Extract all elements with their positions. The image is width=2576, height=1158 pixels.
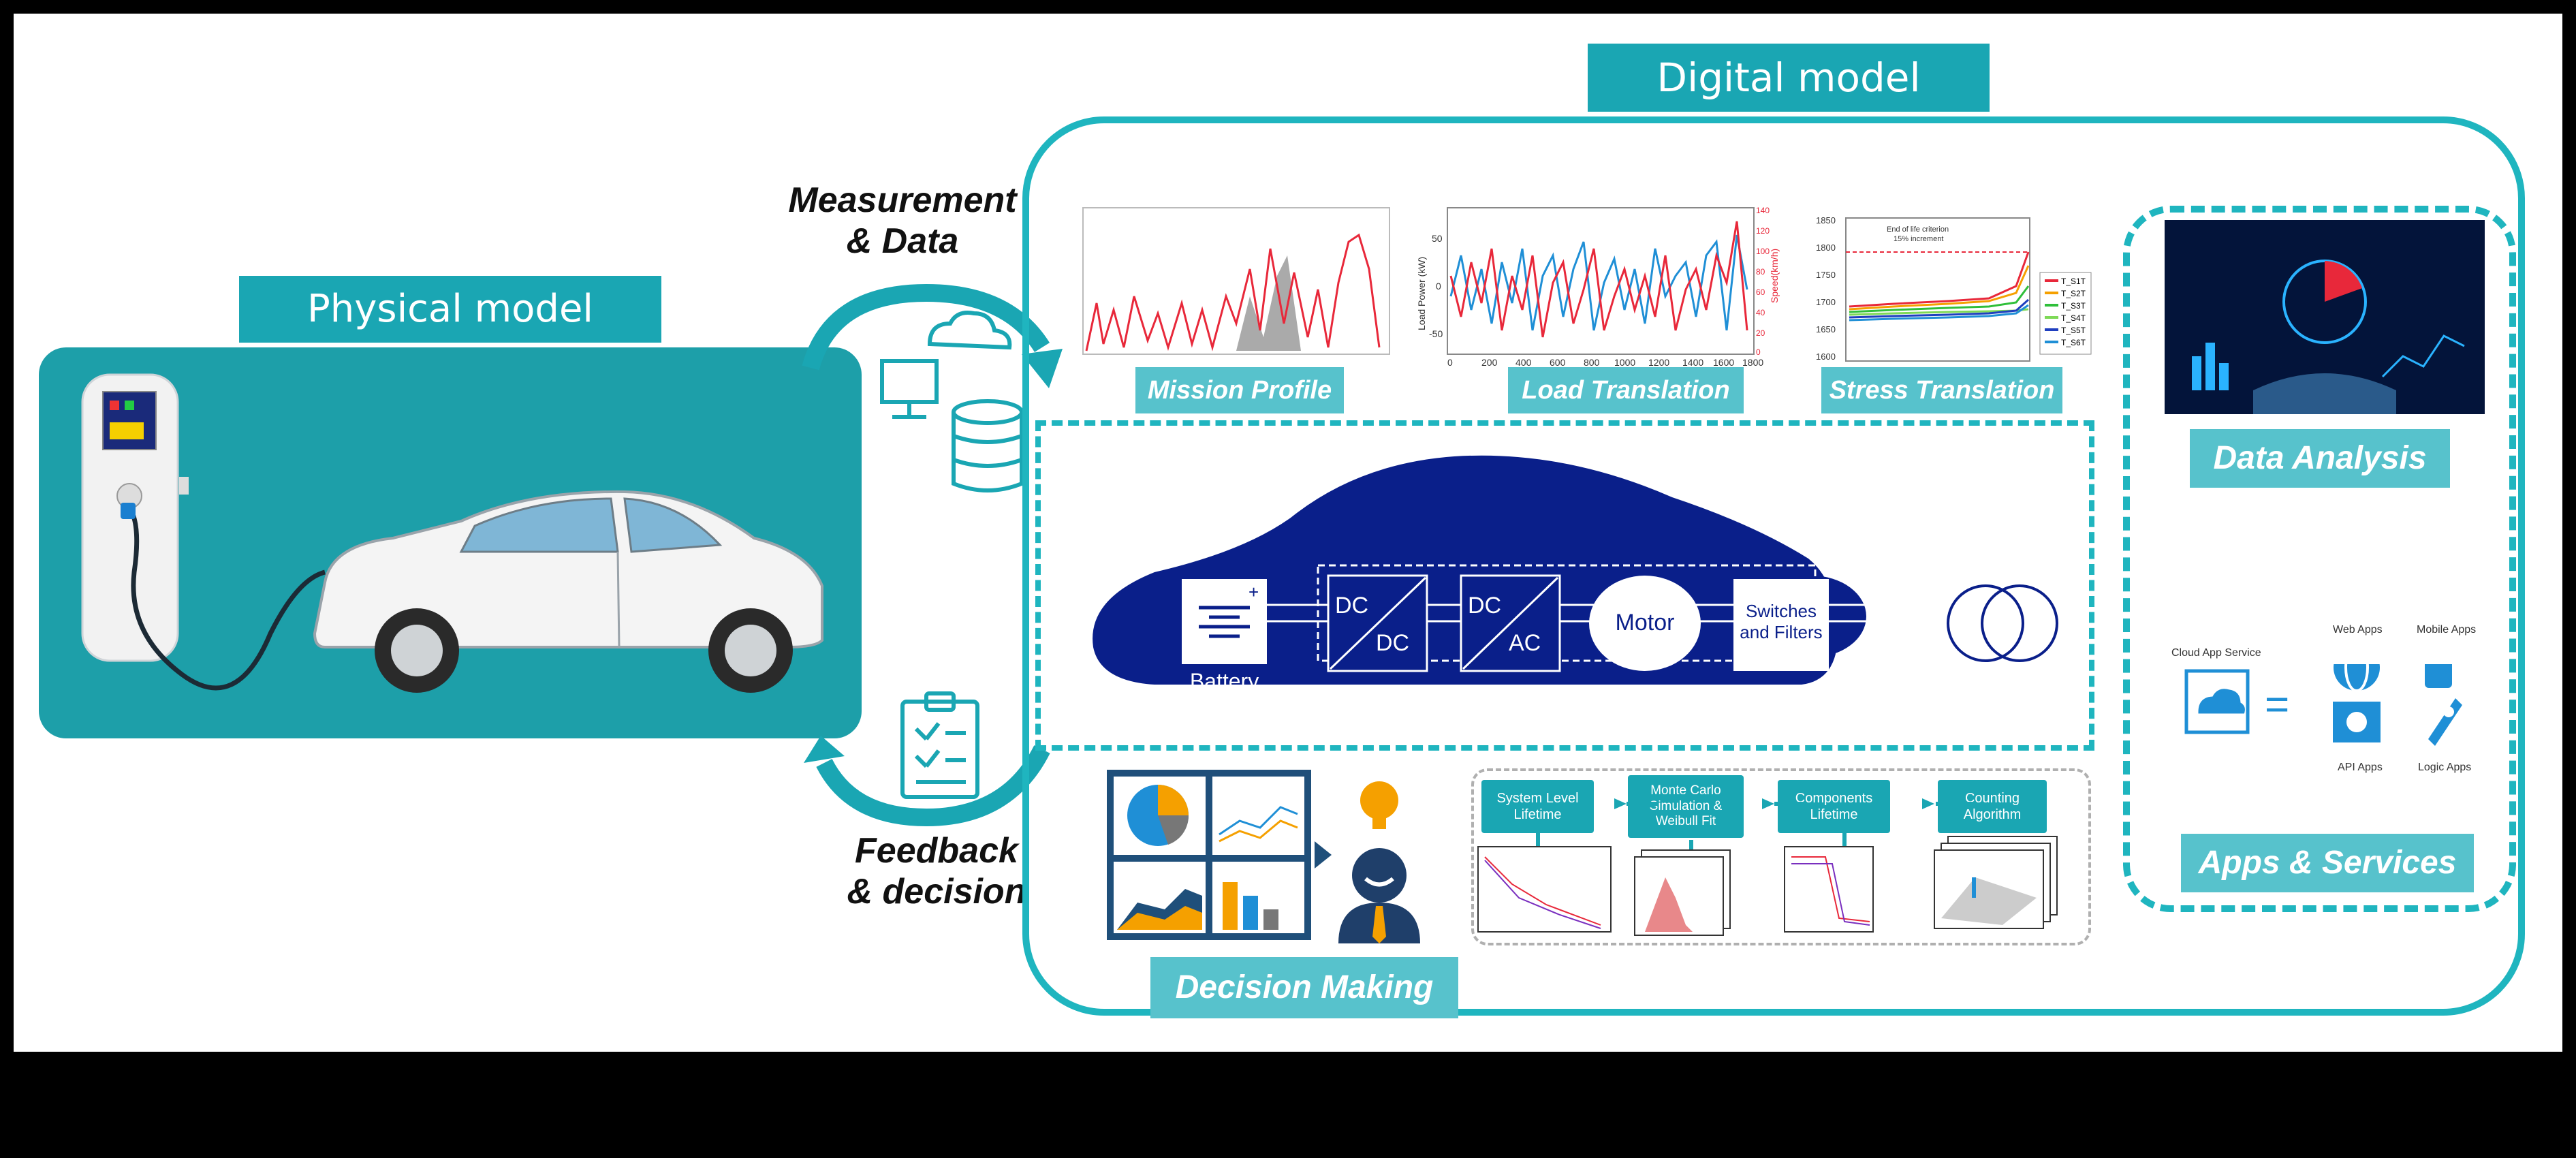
load-y-tick: -50 xyxy=(1429,328,1443,339)
charging-station-icon xyxy=(81,373,326,691)
mission-profile-label: Mission Profile xyxy=(1135,367,1344,413)
data-analysis-label: Data Analysis xyxy=(2190,429,2450,488)
web-apps-icon xyxy=(2334,664,2380,692)
cloud-icon xyxy=(927,311,1012,350)
stress-annotation: End of life criterion xyxy=(1887,225,1949,234)
data-apps-dashdot-panel xyxy=(2123,206,2516,912)
stress-translation-label: Stress Translation xyxy=(1821,367,2062,413)
battery-label: Battery xyxy=(1189,669,1259,693)
counting-algorithm-box: Counting Algorithm xyxy=(1938,780,2047,833)
load-y-right-axis-label: Speed(km/h) xyxy=(1769,249,1780,303)
load-x-tick: 1200 xyxy=(1648,357,1669,368)
physical-model-title: Physical model xyxy=(239,276,661,343)
digital-model-title: Digital model xyxy=(1588,44,1990,112)
charging-scene xyxy=(81,373,823,693)
load-x-tick: 800 xyxy=(1584,357,1600,368)
digital-model-frame xyxy=(1022,116,2525,1016)
clipboard-checklist-icon xyxy=(900,691,979,799)
stress-y-tick: 1600 xyxy=(1816,351,1836,362)
stress-y-tick: 1800 xyxy=(1816,242,1836,253)
lifetime-flow-graphics xyxy=(1477,798,2058,936)
load-x-tick: 1400 xyxy=(1682,357,1703,368)
stress-legend-item: T_S5T xyxy=(2061,326,2086,335)
switches-filters-label: Switches and Filters xyxy=(1740,601,1823,643)
monte-carlo-box: Monte Carlo Simulation & Weibull Fit xyxy=(1628,775,1744,838)
load-y-right-tick: 80 xyxy=(1756,267,1765,277)
measurement-data-label: Measurement & Data xyxy=(788,181,1017,261)
stress-legend: T_S1T T_S2T T_S3T T_S4T T_S5T T_S6T xyxy=(2039,272,2092,355)
load-x-tick: 1000 xyxy=(1614,357,1635,368)
mission-profile-chart xyxy=(1082,207,1390,355)
dashboard-charts-icon xyxy=(1107,770,1332,940)
data-analysis-image xyxy=(2165,220,2485,414)
decision-maker-icon xyxy=(1338,781,1420,943)
cloud-app-service-label: Cloud App Service xyxy=(2171,647,2261,659)
load-translation-label: Load Translation xyxy=(1508,367,1744,413)
mobile-apps-icon xyxy=(2425,664,2452,688)
monitor-icon xyxy=(880,359,939,419)
lifetime-flow-box xyxy=(1471,768,2091,945)
load-x-tick: 0 xyxy=(1447,357,1453,368)
stress-legend-item: T_S4T xyxy=(2061,313,2086,323)
electric-car-icon xyxy=(313,490,823,693)
stress-translation-chart: End of life criterion 15% increment 1850… xyxy=(1816,215,2092,362)
api-apps-label: API Apps xyxy=(2338,762,2383,773)
logic-apps-icon xyxy=(2428,698,2462,746)
load-y-left-axis-label: Load Power (kW) xyxy=(1417,257,1427,330)
motor-label: Motor xyxy=(1615,610,1675,636)
web-apps-label: Web Apps xyxy=(2333,624,2383,636)
battery-icon: + xyxy=(1182,579,1267,664)
stress-annotation-sub: 15% increment xyxy=(1894,235,1943,243)
load-y-tick: 50 xyxy=(1432,233,1443,244)
load-x-tick: 1600 xyxy=(1713,357,1734,368)
load-x-tick: 1800 xyxy=(1742,357,1763,368)
mobile-apps-label: Mobile Apps xyxy=(2417,624,2477,636)
load-translation-chart: Load Power (kW) Speed(km/h) 0 200 400 60… xyxy=(1417,206,1780,368)
api-apps-icon xyxy=(2333,702,2381,742)
load-y-right-tick: 20 xyxy=(1756,328,1765,338)
dcac-inverter-out: AC xyxy=(1509,630,1541,656)
svg-text:+: + xyxy=(1248,582,1259,602)
dcdc-converter-out: DC xyxy=(1376,630,1410,656)
app-services-icons: = xyxy=(2184,664,2462,746)
stress-y-ticks: 1850 1800 1750 1700 1650 1600 xyxy=(1816,215,1836,362)
stress-legend-item: T_S1T xyxy=(2061,277,2086,286)
load-x-tick: 200 xyxy=(1481,357,1498,368)
feedback-decision-label: Feedback & decision xyxy=(847,831,1026,911)
data-flow-arrows xyxy=(802,283,1063,827)
stress-legend-item: T_S2T xyxy=(2061,289,2086,298)
stress-y-tick: 1850 xyxy=(1816,215,1836,225)
logic-apps-label: Logic Apps xyxy=(2418,762,2472,773)
load-y-left-ticks: 50 0 -50 xyxy=(1429,233,1443,339)
equals-sign: = xyxy=(2265,681,2289,728)
load-x-tick: 400 xyxy=(1515,357,1532,368)
apps-services-label: Apps & Services xyxy=(2181,834,2474,892)
load-x-ticks: 0 200 400 600 800 1000 1200 1400 1600 18… xyxy=(1447,357,1763,368)
database-icon xyxy=(952,399,1024,492)
dcac-inverter-in: DC xyxy=(1468,593,1502,619)
load-y-right-tick: 60 xyxy=(1756,287,1765,297)
load-y-right-tick: 0 xyxy=(1756,347,1761,357)
load-y-right-tick: 140 xyxy=(1756,206,1770,215)
load-y-right-ticks: 140 120 100 80 60 40 20 0 xyxy=(1756,206,1770,357)
diagram-canvas: Physical model Measurement & Data xyxy=(14,14,2562,1052)
load-y-right-tick: 40 xyxy=(1756,308,1765,317)
stress-y-tick: 1750 xyxy=(1816,270,1836,280)
stress-y-tick: 1650 xyxy=(1816,324,1836,334)
components-lifetime-box: Components Lifetime xyxy=(1778,780,1890,833)
system-level-lifetime-box: System Level Lifetime xyxy=(1481,780,1594,833)
load-y-tick: 0 xyxy=(1436,281,1441,292)
load-x-tick: 600 xyxy=(1550,357,1566,368)
powertrain-car-diagram: + xyxy=(1093,455,2058,685)
load-y-right-tick: 120 xyxy=(1756,226,1770,236)
cloud-app-service-icon xyxy=(2184,669,2250,734)
stress-y-tick: 1700 xyxy=(1816,297,1836,307)
load-y-right-tick: 100 xyxy=(1756,247,1770,256)
powertrain-dashed-box xyxy=(1035,420,2094,751)
stress-legend-item: T_S6T xyxy=(2061,338,2086,347)
stress-legend-item: T_S3T xyxy=(2061,301,2086,311)
decision-making-label: Decision Making xyxy=(1150,957,1458,1018)
dcdc-converter-in: DC xyxy=(1335,593,1369,619)
